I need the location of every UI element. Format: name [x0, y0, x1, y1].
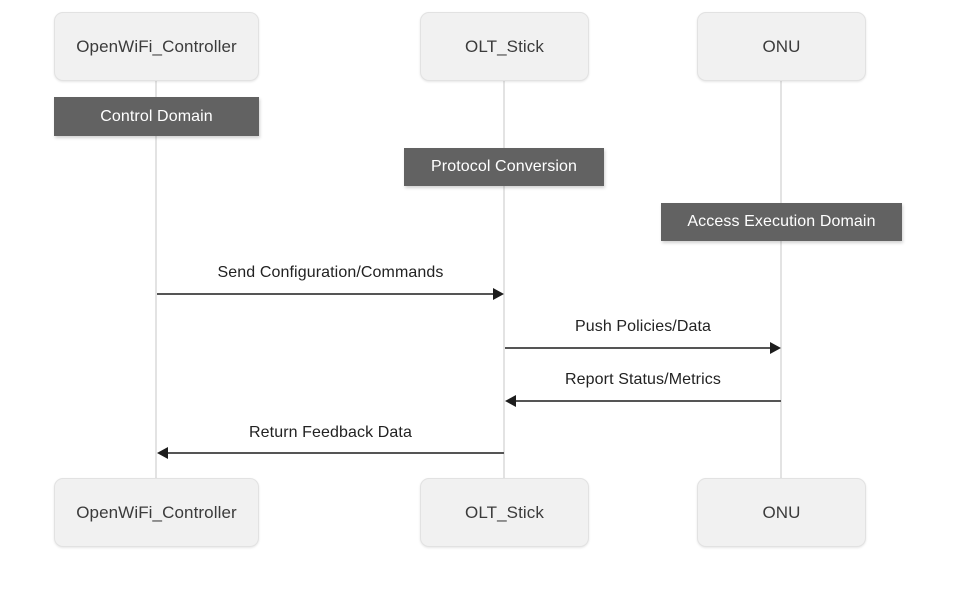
domain-band-protocol-conversion[interactable]: Protocol Conversion [404, 148, 604, 186]
participant-box-olt-stick-top[interactable]: OLT_Stick [420, 12, 589, 81]
participant-box-openwifi-controller-top[interactable]: OpenWiFi_Controller [54, 12, 259, 81]
message-line-return-feedback-data [167, 452, 504, 454]
message-label-return-feedback-data: Return Feedback Data [249, 424, 412, 441]
lifeline-openwifi-controller [155, 81, 157, 478]
domain-label-protocol-conversion: Protocol Conversion [431, 158, 577, 175]
domain-label-control-domain: Control Domain [100, 107, 213, 125]
message-label-send-configuration-commands: Send Configuration/Commands [217, 264, 444, 281]
participant-box-onu-top[interactable]: ONU [697, 12, 866, 81]
participant-label-openwifi-controller-top: OpenWiFi_Controller [76, 36, 237, 56]
participant-box-openwifi-controller-bottom[interactable]: OpenWiFi_Controller [54, 478, 259, 547]
arrow-head-push-policies-data [770, 342, 781, 354]
arrow-head-send-configuration-commands [493, 288, 504, 300]
message-label-push-policies-data: Push Policies/Data [574, 318, 712, 335]
lifeline-onu [780, 81, 782, 478]
participant-label-olt-stick-bottom: OLT_Stick [465, 502, 544, 522]
domain-band-control-domain[interactable]: Control Domain [54, 97, 259, 136]
message-line-push-policies-data [505, 347, 771, 349]
domain-label-access-execution-domain: Access Execution Domain [687, 213, 876, 230]
message-line-send-configuration-commands [157, 293, 495, 295]
message-line-report-status-metrics [515, 400, 781, 402]
participant-box-onu-bottom[interactable]: ONU [697, 478, 866, 547]
participant-label-onu-bottom: ONU [762, 502, 801, 522]
arrow-head-return-feedback-data [157, 447, 168, 459]
participant-label-olt-stick-top: OLT_Stick [465, 36, 544, 56]
lifeline-olt-stick [503, 81, 505, 478]
domain-band-access-execution-domain[interactable]: Access Execution Domain [661, 203, 902, 241]
participant-label-openwifi-controller-bottom: OpenWiFi_Controller [76, 502, 237, 522]
message-label-report-status-metrics: Report Status/Metrics [565, 371, 721, 388]
participant-label-onu-top: ONU [762, 36, 801, 56]
participant-box-olt-stick-bottom[interactable]: OLT_Stick [420, 478, 589, 547]
arrow-head-report-status-metrics [505, 395, 516, 407]
